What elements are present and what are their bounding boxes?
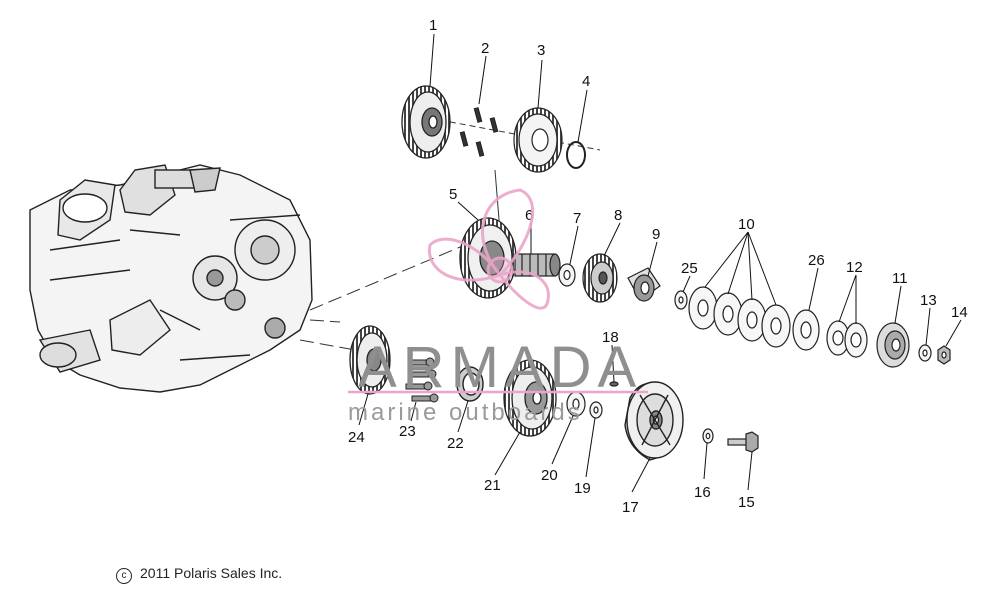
watermark-subtitle: marine outboards	[348, 399, 583, 426]
callout-11: 11	[892, 270, 908, 287]
callout-25: 25	[681, 260, 698, 277]
part-13-washer	[918, 344, 932, 362]
callout-3: 3	[537, 42, 545, 59]
callout-24: 24	[348, 429, 365, 446]
callout-2: 2	[481, 40, 489, 57]
callout-4: 4	[582, 73, 590, 90]
part-26-plate	[792, 309, 820, 351]
copyright-notice: c 2011 Polaris Sales Inc.	[116, 565, 282, 584]
part-3-gear	[513, 107, 563, 173]
callout-1: 1	[429, 17, 437, 34]
callout-6: 6	[525, 207, 533, 224]
part-6-shaft	[514, 253, 561, 277]
callout-26: 26	[808, 252, 825, 269]
part-25-washer	[674, 290, 688, 310]
callout-12: 12	[846, 259, 863, 276]
watermark-title: ARMADA	[358, 335, 642, 400]
armada-watermark: ARMADA marine outboards	[348, 188, 648, 426]
part-8-gear	[582, 253, 618, 303]
callout-21: 21	[484, 477, 501, 494]
callout-17: 17	[622, 499, 639, 516]
callout-5: 5	[449, 186, 457, 203]
part-9-clutch	[627, 267, 661, 302]
callout-10: 10	[738, 216, 755, 233]
callout-23: 23	[399, 423, 416, 440]
callout-13: 13	[920, 292, 937, 309]
part-23-bolts	[405, 357, 439, 403]
callout-labels: 1 2 3 4 5 6 7 8 9 25 10 26 12 11 13 14 1…	[348, 17, 968, 516]
copyright-text: 2011 Polaris Sales Inc.	[140, 565, 283, 581]
part-15-bolt	[727, 431, 759, 453]
callout-16: 16	[694, 484, 711, 501]
callout-7: 7	[573, 210, 581, 227]
part-24-gear	[349, 325, 391, 395]
engine-crankcase	[29, 164, 313, 393]
part-12-springs	[826, 320, 868, 358]
part-19-washer	[589, 401, 603, 419]
part-2-pins	[459, 107, 499, 157]
part-11-hub	[876, 322, 910, 368]
part-1-gear	[401, 85, 451, 159]
part-10-discs	[688, 286, 791, 348]
part-7-washer	[558, 263, 576, 287]
callout-22: 22	[447, 435, 464, 452]
part-4-circlip	[566, 141, 586, 169]
part-14-nut	[937, 345, 951, 365]
callout-18: 18	[602, 329, 619, 346]
callout-leaders	[358, 33, 962, 493]
part-17-rotor	[624, 381, 684, 461]
callout-14: 14	[951, 304, 968, 321]
callout-9: 9	[652, 226, 660, 243]
callout-20: 20	[541, 467, 558, 484]
part-16-washer	[702, 428, 714, 444]
callout-8: 8	[614, 207, 622, 224]
propeller-logo-icon	[427, 188, 550, 310]
callout-15: 15	[738, 494, 755, 511]
callout-19: 19	[574, 480, 591, 497]
copyright-symbol-icon: c	[116, 568, 132, 584]
